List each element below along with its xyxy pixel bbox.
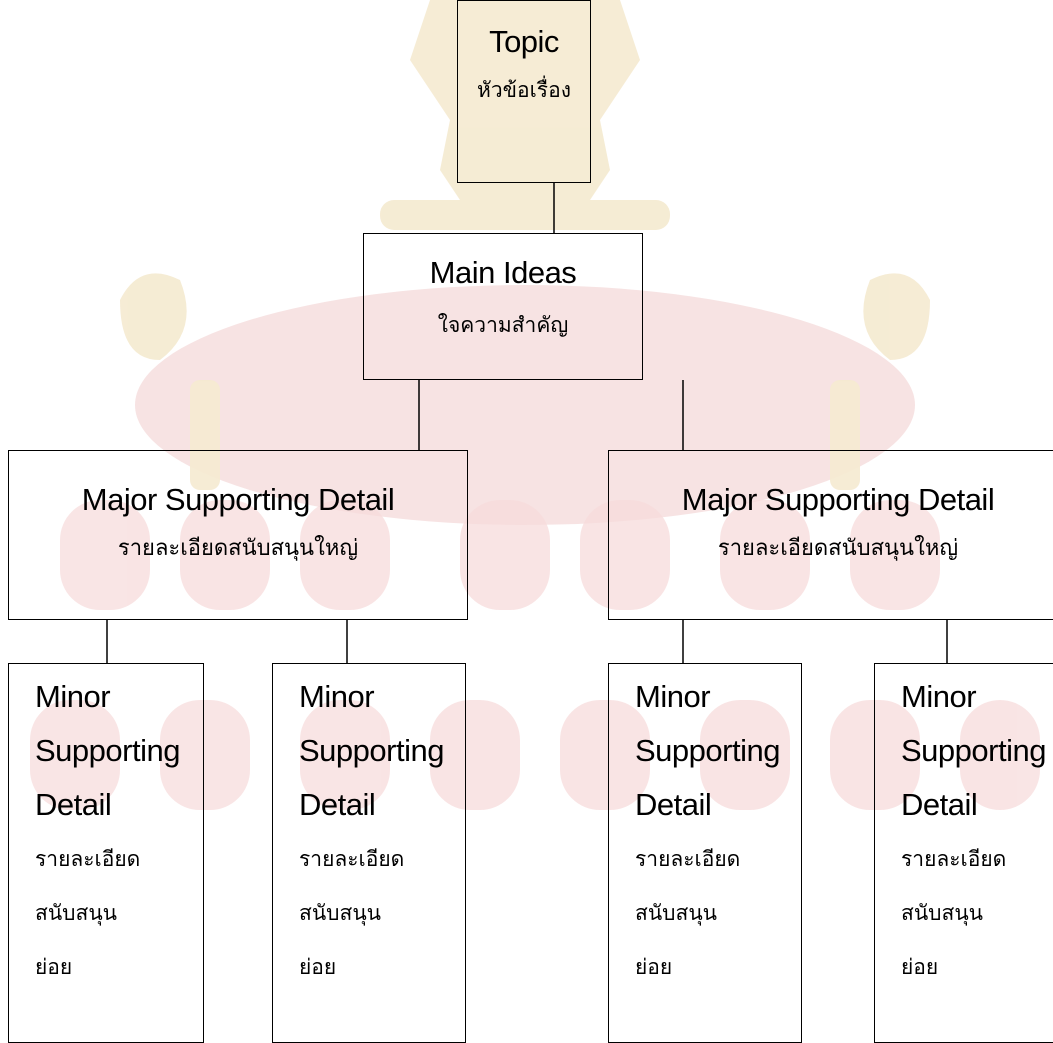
minor-detail-thai-line: สนับสนุน	[635, 901, 718, 925]
major-detail-title: Major Supporting Detail	[81, 482, 395, 517]
minor-detail-line: Detail	[901, 787, 978, 822]
minor-detail-line: Supporting	[35, 733, 180, 768]
major-detail-box-right: Major Supporting Detail รายละเอียดสนับสน…	[608, 450, 1053, 620]
minor-detail-line: Detail	[35, 787, 112, 822]
major-detail-box-left: Major Supporting Detail รายละเอียดสนับสน…	[8, 450, 468, 620]
minor-detail-line: Minor	[299, 679, 375, 714]
minor-detail-line: Minor	[35, 679, 111, 714]
minor-detail-thai-line: ย่อย	[299, 955, 337, 979]
minor-detail-line: Minor	[901, 679, 977, 714]
topic-box: Topic หัวข้อเรื่อง	[457, 0, 591, 183]
minor-detail-thai-line: รายละเอียด	[299, 847, 405, 871]
minor-detail-box-3: Minor Supporting Detail รายละเอียด สนับส…	[608, 663, 802, 1043]
minor-detail-line: Supporting	[635, 733, 780, 768]
minor-detail-thai-line: สนับสนุน	[35, 901, 118, 925]
minor-detail-thai-line: รายละเอียด	[635, 847, 741, 871]
minor-detail-thai-line: สนับสนุน	[901, 901, 984, 925]
main-ideas-title: Main Ideas	[429, 255, 577, 290]
minor-detail-line: Supporting	[299, 733, 444, 768]
minor-detail-thai-line: รายละเอียด	[901, 847, 1007, 871]
minor-detail-box-4: Minor Supporting Detail รายละเอียด สนับส…	[874, 663, 1053, 1043]
topic-thai: หัวข้อเรื่อง	[477, 78, 571, 103]
minor-detail-thai-line: ย่อย	[901, 955, 939, 979]
minor-detail-box-2: Minor Supporting Detail รายละเอียด สนับส…	[272, 663, 466, 1043]
minor-detail-thai-line: ย่อย	[635, 955, 673, 979]
major-detail-title: Major Supporting Detail	[681, 482, 995, 517]
main-ideas-thai: ใจความสำคัญ	[437, 313, 569, 338]
minor-detail-line: Minor	[635, 679, 711, 714]
main-ideas-box: Main Ideas ใจความสำคัญ	[363, 233, 643, 380]
minor-detail-thai-line: สนับสนุน	[299, 901, 382, 925]
major-detail-thai: รายละเอียดสนับสนุนใหญ่	[717, 536, 959, 562]
minor-detail-line: Detail	[299, 787, 376, 822]
minor-detail-line: Detail	[635, 787, 712, 822]
minor-detail-line: Supporting	[901, 733, 1046, 768]
major-detail-thai: รายละเอียดสนับสนุนใหญ่	[117, 536, 359, 562]
minor-detail-box-1: Minor Supporting Detail รายละเอียด สนับส…	[8, 663, 204, 1043]
minor-detail-thai-line: รายละเอียด	[35, 847, 141, 871]
topic-title: Topic	[489, 24, 559, 59]
minor-detail-thai-line: ย่อย	[35, 955, 73, 979]
